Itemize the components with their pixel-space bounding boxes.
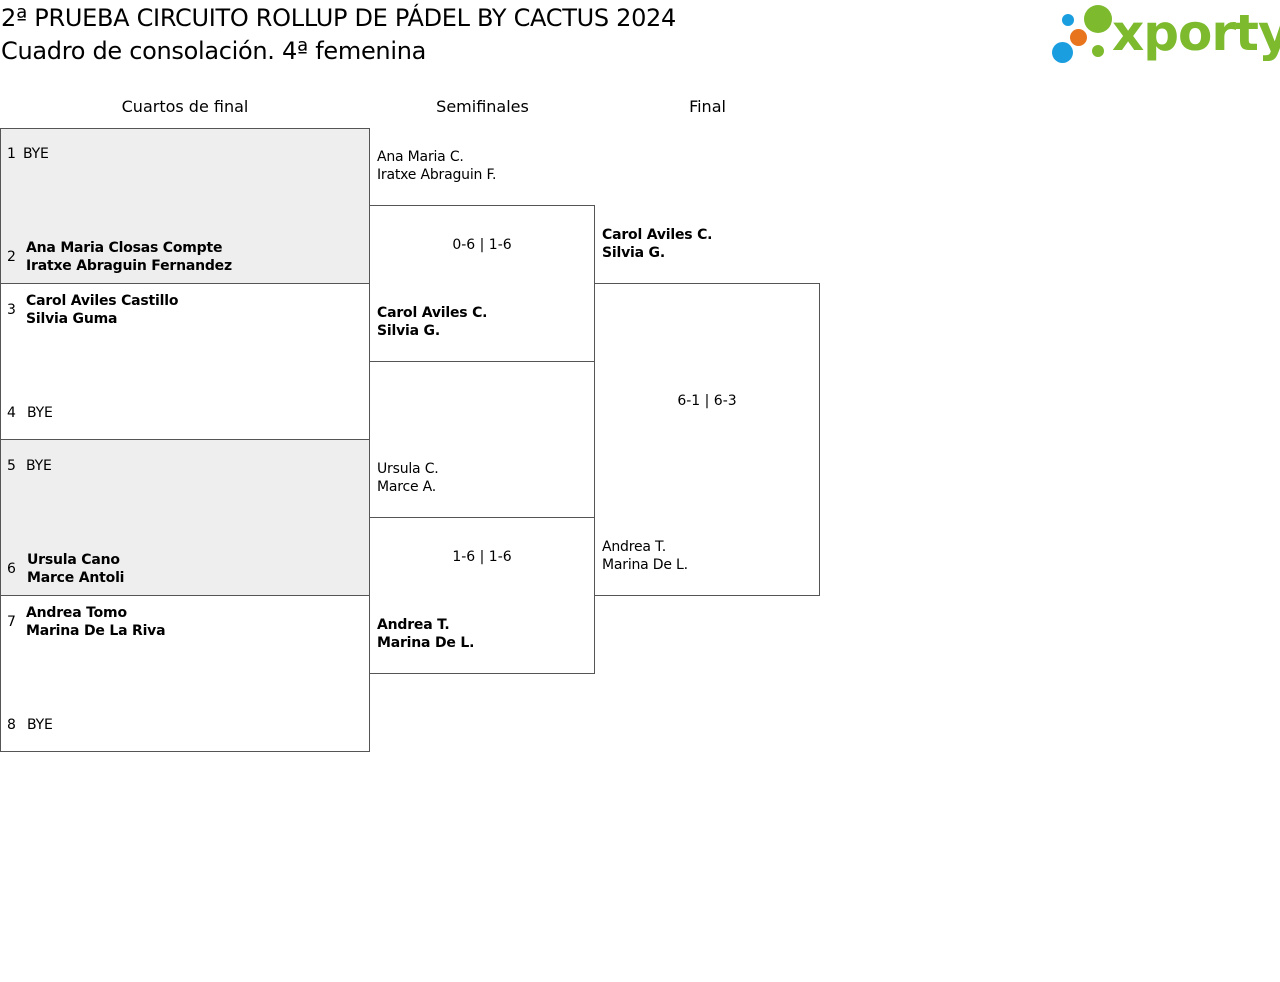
final-score: 6-1 | 6-3: [677, 393, 737, 409]
team-player-2: Silvia G.: [602, 245, 665, 261]
seed-number: 4: [7, 405, 16, 421]
team-player-1: Andrea T.: [377, 617, 450, 633]
logo-dot-green-small: [1092, 45, 1104, 57]
round-heading-semifinals: Semifinales: [436, 97, 529, 116]
team-player-1: Ursula Cano: [27, 552, 120, 568]
round-heading-quarterfinals: Cuartos de final: [121, 97, 249, 116]
team-player-2: Iratxe Abraguin Fernandez: [26, 258, 232, 274]
semifinal-score: 0-6 | 1-6: [452, 237, 512, 253]
logo-text: xporty: [1112, 4, 1280, 62]
team-player-2: Silvia Guma: [26, 311, 118, 327]
round-heading-final: Final: [689, 97, 726, 116]
logo-dot-blue-small: [1062, 14, 1074, 26]
team-player-1: Ursula C.: [377, 461, 439, 477]
team-player-2: Marina De L.: [377, 635, 475, 651]
semifinal-score: 1-6 | 1-6: [452, 549, 512, 565]
team-player-1: Andrea T.: [602, 539, 666, 555]
team-player-1: BYE: [27, 717, 53, 733]
team-player-2: Iratxe Abraguin F.: [377, 167, 497, 183]
logo-dot-blue: [1052, 42, 1073, 63]
xporty-logo[interactable]: xporty: [1050, 4, 1280, 68]
final-match: [594, 283, 820, 596]
team-player-2: Marce A.: [377, 479, 437, 495]
seed-number: 5: [7, 458, 16, 474]
seed-number: 7: [7, 614, 16, 630]
quarterfinal-match-1: [0, 128, 370, 284]
team-player-1: Andrea Tomo: [26, 605, 127, 621]
team-player-1: Ana Maria Closas Compte: [26, 240, 223, 256]
team-player-1: BYE: [23, 146, 49, 162]
seed-number: 1: [7, 146, 16, 162]
team-player-2: Marce Antoli: [27, 570, 125, 586]
team-player-2: Marina De L.: [602, 557, 688, 573]
team-player-1: BYE: [26, 458, 52, 474]
logo-dot-orange: [1070, 29, 1087, 46]
team-player-2: Silvia G.: [377, 323, 440, 339]
team-player-1: Carol Aviles Castillo: [26, 293, 179, 309]
page-title: 2ª PRUEBA CIRCUITO ROLLUP DE PÁDEL BY CA…: [1, 4, 676, 32]
logo-dot-green: [1084, 5, 1112, 33]
team-player-1: Carol Aviles C.: [602, 227, 713, 243]
page-subtitle: Cuadro de consolación. 4ª femenina: [1, 37, 427, 65]
team-player-1: Ana Maria C.: [377, 149, 464, 165]
seed-number: 3: [7, 302, 16, 318]
seed-number: 2: [7, 249, 16, 265]
team-player-2: Marina De La Riva: [26, 623, 166, 639]
seed-number: 6: [7, 561, 16, 577]
team-player-1: Carol Aviles C.: [377, 305, 488, 321]
seed-number: 8: [7, 717, 16, 733]
quarterfinal-match-3: [0, 439, 370, 596]
team-player-1: BYE: [27, 405, 53, 421]
